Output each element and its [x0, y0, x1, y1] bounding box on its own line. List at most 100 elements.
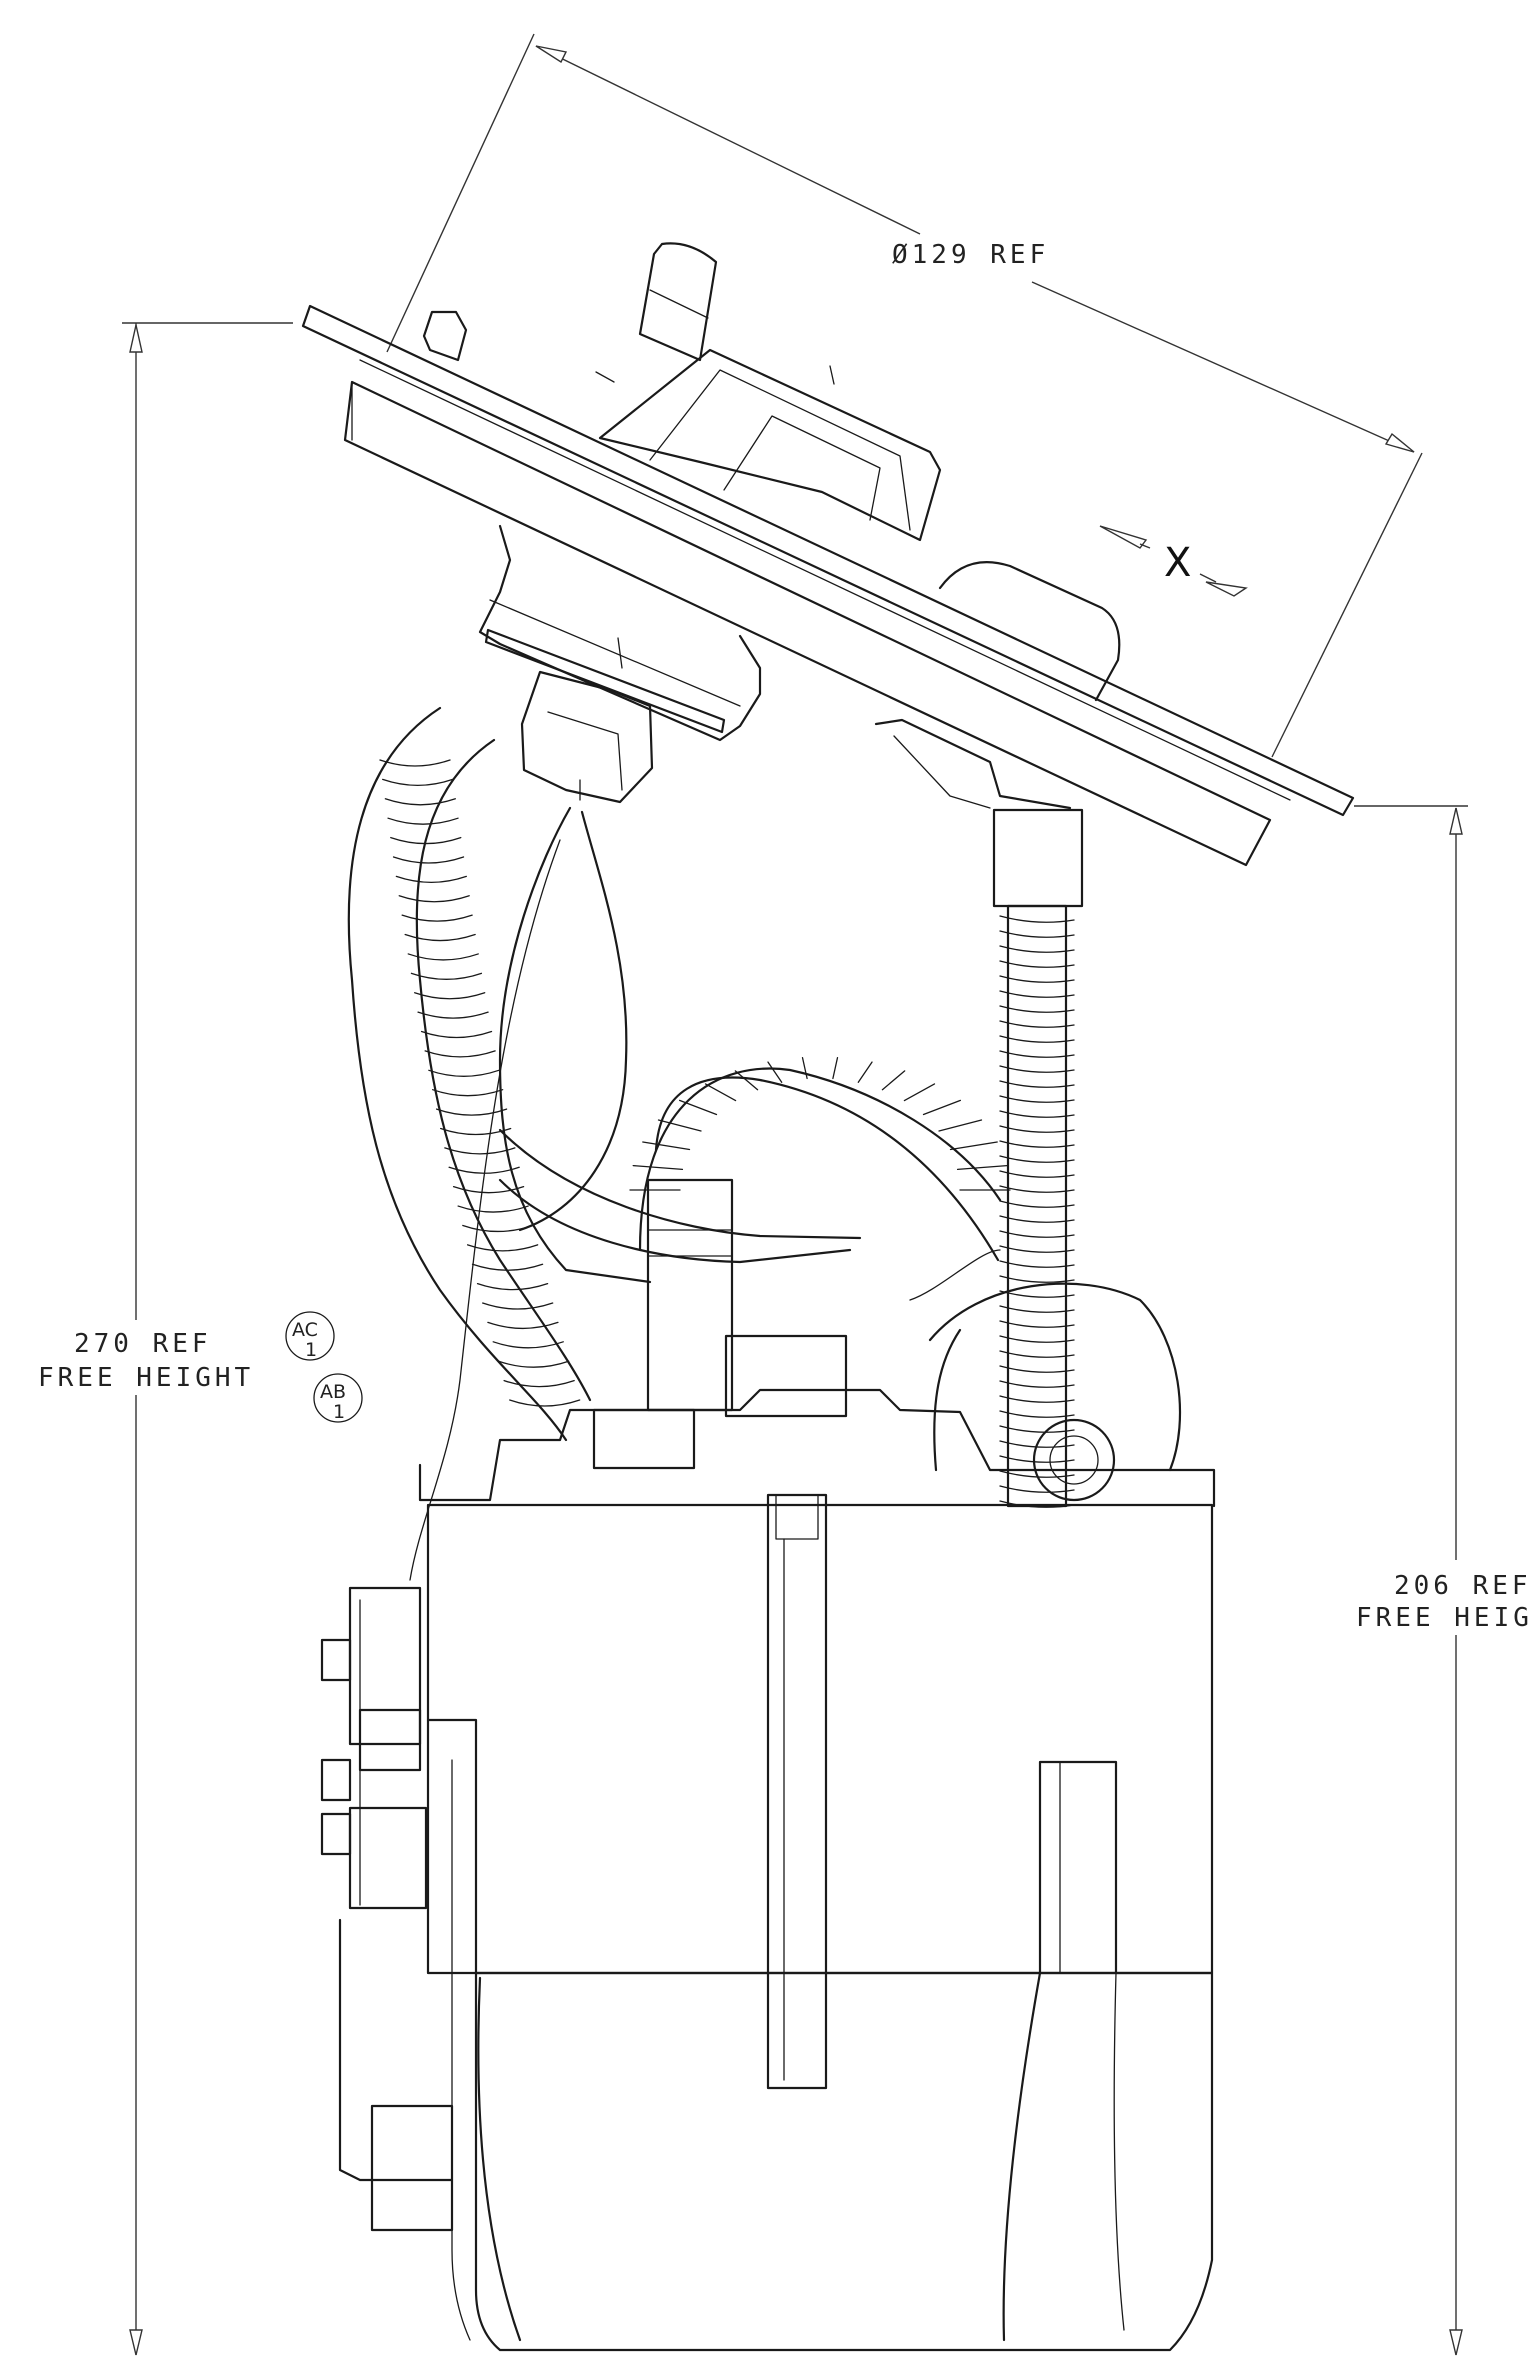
rib-line [881, 1070, 906, 1091]
rib-line [999, 1320, 1075, 1328]
rib-line [999, 1065, 1075, 1073]
left-height-dimension: 270 REF FREE HEIGHT [38, 322, 293, 2356]
rib-line [801, 1056, 808, 1080]
rib-line [922, 1099, 962, 1116]
rib-line [857, 1061, 873, 1083]
balloon-ac-bottom: 1 [305, 1339, 317, 1361]
rib-line [999, 1215, 1075, 1223]
rib-line [392, 856, 465, 864]
balloon-ab: AB 1 [313, 1373, 363, 1423]
rib-line [999, 1425, 1075, 1433]
rib-line [999, 1245, 1075, 1253]
rib-line [956, 1164, 1008, 1171]
rib-line [420, 1030, 493, 1039]
rib-line [999, 1020, 1075, 1028]
rib-line [704, 1083, 737, 1102]
rib-line [999, 960, 1075, 968]
rib-line [999, 1140, 1075, 1148]
left-height-line2: FREE HEIGHT [38, 1363, 254, 1393]
rib-line [457, 1205, 529, 1213]
rib-line [999, 1455, 1075, 1463]
rib-line [428, 1069, 500, 1077]
rib-line [390, 836, 462, 845]
rib-line [999, 1110, 1075, 1118]
rib-line [999, 1305, 1075, 1313]
rib-line [642, 1141, 691, 1151]
rib-line [444, 1147, 516, 1155]
rib-line [497, 1360, 570, 1368]
flange-assembly [301, 242, 1355, 867]
rib-line [398, 895, 470, 903]
rib-line [678, 1099, 718, 1116]
rib-line [999, 1230, 1075, 1238]
diameter-dimension: Ø129 REF [386, 33, 1423, 758]
rib-line [395, 875, 467, 883]
rib-line [435, 1108, 508, 1116]
rib-line [999, 1170, 1075, 1178]
rib-line [657, 1119, 702, 1132]
rib-line [999, 1050, 1075, 1058]
left-height-line1: 270 REF [74, 1329, 212, 1359]
side-connectors [320, 1586, 454, 2232]
wire-harness [409, 806, 862, 1581]
rib-line [382, 778, 454, 786]
rib-line [999, 975, 1075, 983]
rib-line [999, 1035, 1075, 1043]
rib-line [999, 1335, 1075, 1343]
rib-line [734, 1070, 759, 1091]
rib-line [999, 1005, 1075, 1013]
spring-coils [999, 915, 1075, 1508]
rib-line [404, 933, 476, 942]
right-height-dimension: 206 REF FREE HEIG [1354, 805, 1530, 2356]
rib-line [401, 914, 473, 922]
rib-line [999, 915, 1075, 923]
balloon-ab-bottom: 1 [333, 1401, 345, 1423]
rib-line [949, 1141, 998, 1151]
rib-line [999, 1395, 1075, 1403]
right-height-line1: 206 REF [1394, 1571, 1530, 1601]
rib-line [632, 1164, 684, 1171]
spring-rod [992, 808, 1084, 1508]
rib-line [471, 1263, 544, 1271]
hose-ribs [379, 759, 581, 1407]
rib-line [414, 992, 486, 1000]
rib-line [999, 1380, 1075, 1388]
hose-ribs-middle [629, 1056, 1011, 1191]
rib-line [410, 972, 483, 980]
balloon-ab-top: AB [320, 1381, 346, 1403]
rib-line [903, 1083, 936, 1102]
rib-line [999, 1095, 1075, 1103]
rib-line [999, 945, 1075, 953]
rib-line [999, 1275, 1075, 1283]
rib-line [509, 1399, 581, 1407]
pump-top-components [418, 1249, 1216, 1508]
corrugated-hose-middle [629, 1056, 1011, 1412]
rib-line [417, 1011, 489, 1019]
rib-line [492, 1341, 564, 1349]
rib-line [999, 1080, 1075, 1088]
rib-line [999, 1125, 1075, 1133]
rib-line [999, 1185, 1075, 1193]
rib-line [999, 1290, 1075, 1298]
rib-line [999, 930, 1075, 938]
rib-line [482, 1302, 554, 1310]
corrugated-hose-left [347, 706, 592, 1442]
balloon-ac: AC 1 [285, 1311, 335, 1361]
rib-line [999, 1155, 1075, 1163]
rib-line [999, 1365, 1075, 1373]
rib-line [424, 1050, 496, 1058]
rib-line [407, 953, 479, 961]
rib-line [476, 1282, 549, 1291]
reservoir-body [426, 1493, 1214, 2352]
rib-line [999, 1260, 1075, 1268]
balloon-ac-top: AC [292, 1319, 318, 1341]
view-direction-indicator: X [1099, 525, 1248, 597]
rib-line [999, 1410, 1075, 1418]
rib-line [767, 1061, 783, 1083]
rib-line [432, 1089, 504, 1097]
rib-line [938, 1119, 983, 1132]
rib-line [379, 759, 451, 767]
rib-line [466, 1244, 539, 1252]
rib-line [999, 990, 1075, 998]
